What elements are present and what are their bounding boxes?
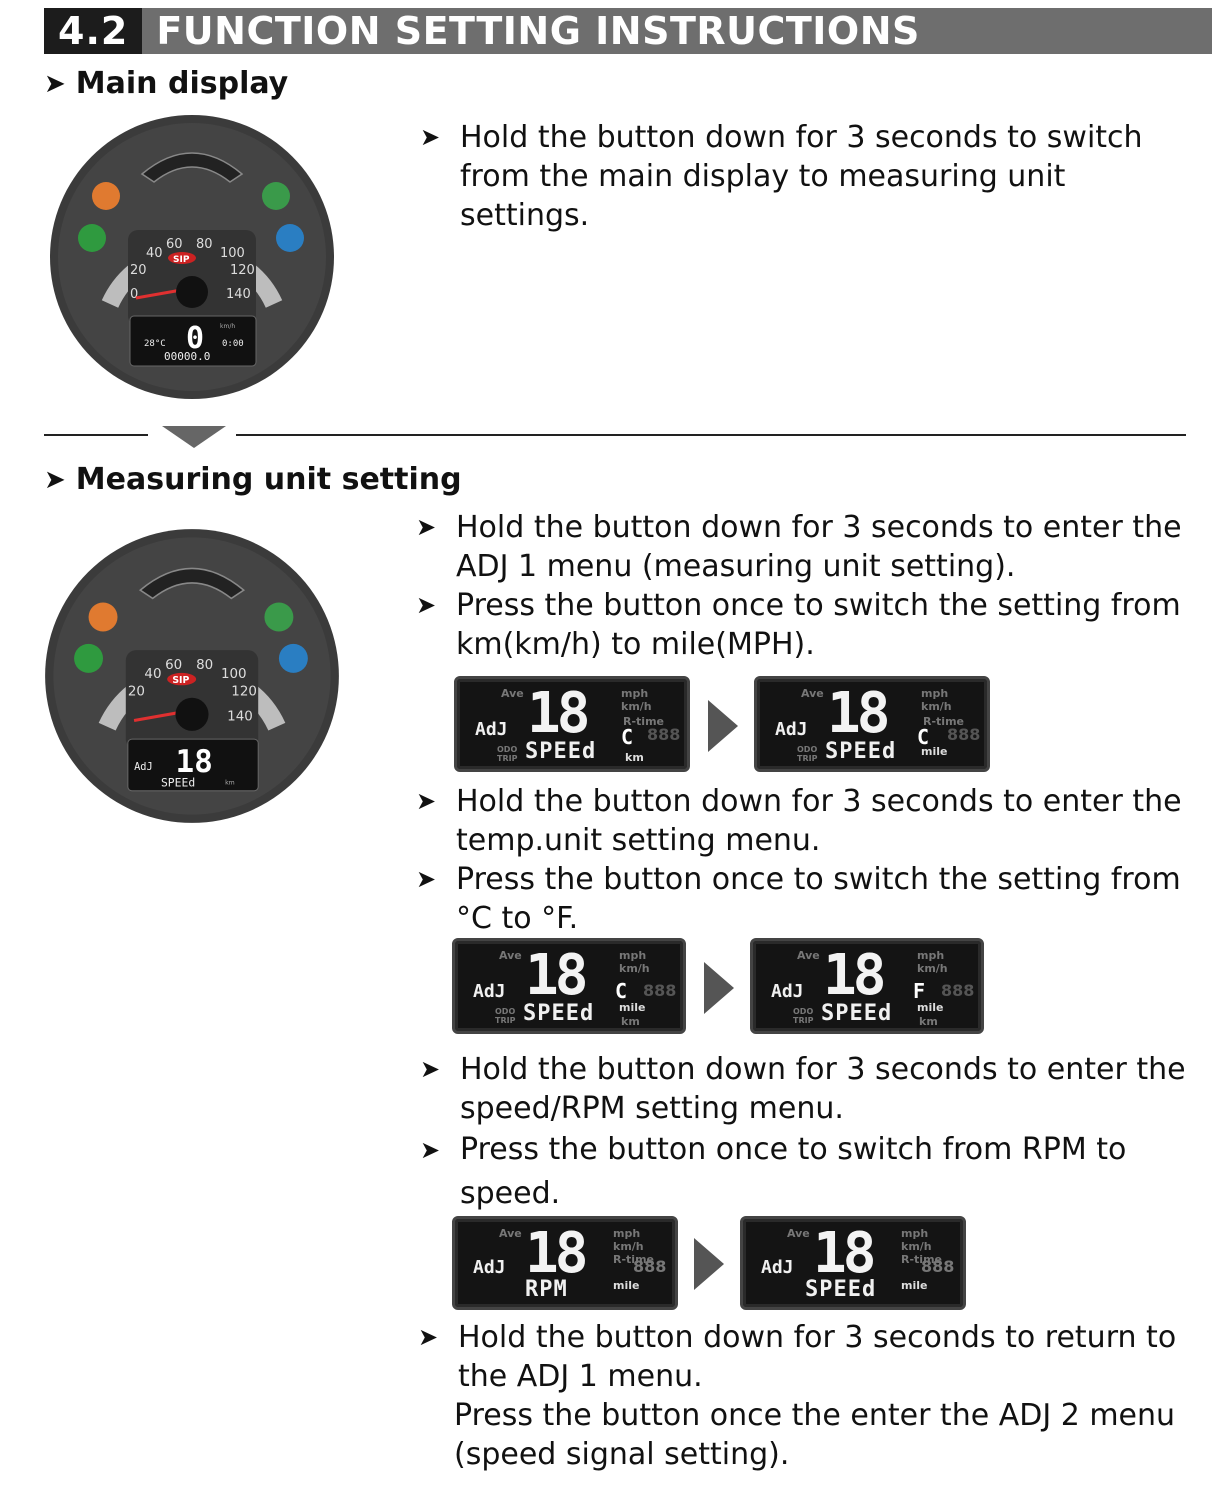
svg-text:40: 40 xyxy=(146,246,163,261)
fuel-icon xyxy=(92,182,120,210)
svg-text:20: 20 xyxy=(130,263,147,278)
instruction-speed-press: ➤ Press the button once to switch from R… xyxy=(420,1128,1200,1216)
lcd-celsius-setting: Ave 18 mph km/h AdJ ODO TRIP SPEEd C mil… xyxy=(452,938,686,1034)
lcd-speed-setting: Ave 18 mph km/h R-time AdJ SPEEd mile 88… xyxy=(740,1216,966,1310)
instruction-return-press: Press the button once the enter the ADJ … xyxy=(454,1398,1176,1472)
section-title: FUNCTION SETTING INSTRUCTIONS xyxy=(156,9,920,53)
high-beam-icon xyxy=(278,643,308,673)
chevron-right-icon: ➤ xyxy=(420,1055,441,1083)
instruction-return-hold: ➤ Hold the button down for 3 seconds to … xyxy=(418,1320,1177,1394)
svg-text:0: 0 xyxy=(130,287,138,302)
chevron-right-icon: ➤ xyxy=(416,865,437,893)
headlight-icon xyxy=(262,182,290,210)
main-display-heading: ➤ Main display xyxy=(44,66,289,101)
divider-right xyxy=(236,434,1186,436)
instruction-main-display: ➤ Hold the button down for 3 seconds to … xyxy=(420,120,1143,233)
turn-signal-icon xyxy=(78,224,106,252)
svg-text:AdJ: AdJ xyxy=(134,761,153,773)
settings-gauge-illustration: 40 20 60 80 100 120 140 SIP 18 AdJ SPEEd… xyxy=(45,529,339,823)
chevron-right-icon: ➤ xyxy=(44,464,66,495)
svg-text:km/h: km/h xyxy=(220,323,235,330)
svg-text:SIP: SIP xyxy=(173,255,190,265)
instruction-adj1-hold: ➤ Hold the button down for 3 seconds to … xyxy=(416,510,1182,584)
chevron-right-icon: ➤ xyxy=(420,123,441,151)
svg-text:SIP: SIP xyxy=(172,675,189,686)
lcd-rpm-setting: Ave 18 mph km/h R-time AdJ RPM mile 888 xyxy=(452,1216,678,1310)
chevron-right-icon: ➤ xyxy=(416,787,437,815)
svg-text:100: 100 xyxy=(220,246,245,261)
svg-text:140: 140 xyxy=(227,709,253,724)
high-beam-icon xyxy=(276,224,304,252)
arrow-right-icon xyxy=(704,962,734,1014)
fuel-icon xyxy=(88,602,118,632)
svg-text:0:00: 0:00 xyxy=(222,339,244,349)
lcd-km-setting: Ave 18 mph km/h R-time AdJ ODO TRIP SPEE… xyxy=(454,676,690,772)
instruction-speed-hold: ➤ Hold the button down for 3 seconds to … xyxy=(420,1052,1186,1126)
turn-signal-icon xyxy=(74,643,104,673)
instruction-temp-press: ➤ Press the button once to switch the se… xyxy=(416,862,1181,936)
section-header: 4.2 FUNCTION SETTING INSTRUCTIONS xyxy=(44,8,1212,54)
svg-text:40: 40 xyxy=(144,667,161,682)
main-gauge-illustration: 40 20 0 60 80 100 120 140 SIP 0 km/h 28°… xyxy=(50,115,334,399)
svg-text:00000.0: 00000.0 xyxy=(164,350,210,363)
svg-text:0: 0 xyxy=(186,321,204,356)
headlight-icon xyxy=(264,602,294,632)
chevron-right-icon: ➤ xyxy=(418,1323,439,1351)
arrow-right-icon xyxy=(708,700,738,752)
chevron-right-icon: ➤ xyxy=(44,68,66,99)
svg-text:120: 120 xyxy=(231,685,257,700)
svg-text:SPEEd: SPEEd xyxy=(161,776,195,790)
chevron-right-icon: ➤ xyxy=(420,1136,441,1164)
instruction-adj1-press: ➤ Press the button once to switch the se… xyxy=(416,588,1181,662)
svg-text:60: 60 xyxy=(166,237,183,252)
instruction-temp-hold: ➤ Hold the button down for 3 seconds to … xyxy=(416,784,1182,858)
svg-text:100: 100 xyxy=(221,667,247,682)
chevron-right-icon: ➤ xyxy=(416,513,437,541)
svg-text:18: 18 xyxy=(175,744,212,780)
chevron-right-icon: ➤ xyxy=(416,591,437,619)
svg-text:km: km xyxy=(225,780,235,787)
section-number: 4.2 xyxy=(44,8,143,54)
svg-text:20: 20 xyxy=(128,685,145,700)
measuring-unit-heading: ➤ Measuring unit setting xyxy=(44,462,462,497)
svg-text:60: 60 xyxy=(165,658,182,673)
svg-text:80: 80 xyxy=(196,658,213,673)
svg-text:140: 140 xyxy=(226,287,251,302)
arrow-down-icon xyxy=(162,426,226,448)
svg-text:28°C: 28°C xyxy=(144,339,166,349)
lcd-fahrenheit-setting: Ave 18 mph km/h AdJ ODO TRIP SPEEd F mil… xyxy=(750,938,984,1034)
divider-left xyxy=(44,434,148,436)
arrow-right-icon xyxy=(694,1238,724,1290)
svg-text:120: 120 xyxy=(230,263,255,278)
lcd-mile-setting: Ave 18 mph km/h R-time AdJ ODO TRIP SPEE… xyxy=(754,676,990,772)
svg-text:80: 80 xyxy=(196,237,213,252)
